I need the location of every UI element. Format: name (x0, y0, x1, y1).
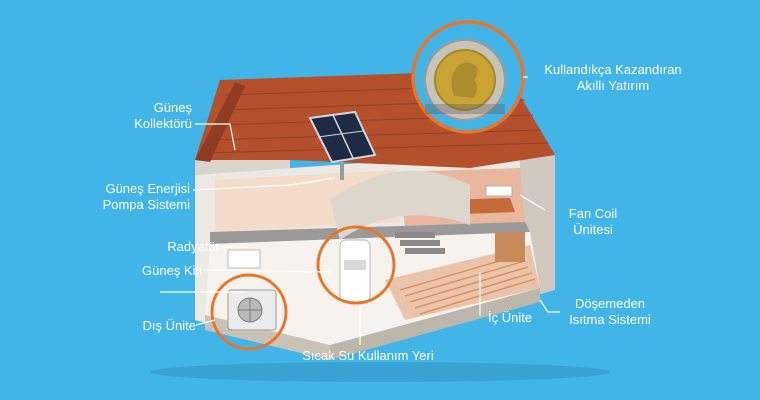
label-gunes-kiti-text: Güneş Kiti (142, 263, 202, 278)
leader-lines (160, 76, 560, 345)
label-yatirim-line2: Akıllı Yatırım (576, 78, 650, 93)
heat-pump-panel (344, 260, 366, 270)
label-pompa-line1: Güneş Enerjisi (105, 181, 190, 196)
label-fan-coil-line2: Ünitesi (573, 222, 613, 237)
label-gunes-kollektoru: Güneş Kollektörü (100, 100, 192, 132)
label-sicak-su-text: Sıcak Su Kullanım Yeri (302, 348, 434, 363)
outdoor-unit-icon (227, 289, 277, 331)
wooden-floor (385, 245, 540, 320)
label-fan-coil: Fan Coil Ünitesi (548, 206, 638, 238)
label-pompa-line2: Pompa Sistemi (102, 197, 190, 212)
label-fan-coil-line1: Fan Coil (568, 206, 618, 221)
solar-panel-icon (308, 110, 377, 180)
leader-pompa (192, 177, 336, 191)
label-yatirim-line1: Kullandıkça Kazandıran (544, 62, 682, 77)
label-pompa-sistemi: Güneş Enerjisi Pompa Sistemi (80, 181, 190, 213)
ground-shadow (150, 362, 610, 382)
roof-edge-left (195, 82, 245, 162)
radiator (227, 249, 261, 269)
label-ic-unite: İç Ünite (488, 310, 568, 326)
floor-slab (210, 222, 530, 244)
label-doseme-line1: Döşemeden (574, 296, 646, 311)
label-yatirim: Kullandıkça Kazandıran Akıllı Yatırım (528, 62, 698, 94)
label-gunes-kollektoru-line2: Kollektörü (134, 116, 192, 131)
label-sicak-su: Sıcak Su Kullanım Yeri (288, 348, 448, 364)
leader-doseme (539, 299, 560, 313)
staircase (395, 232, 445, 254)
label-radyator: Radyatör (110, 239, 220, 255)
foundation-right (330, 288, 540, 360)
leader-fan-coil (519, 194, 546, 211)
label-gunes-kollektoru-line1: Güneş (153, 100, 192, 115)
label-radyator-text: Radyatör (167, 239, 220, 254)
outdoor-unit-highlight-ring (210, 273, 288, 351)
house-body (195, 90, 555, 360)
leader-dis-unite (195, 319, 216, 326)
label-dis-unite: Dış Ünite (86, 318, 196, 334)
label-doseme-line2: Isıtma Sistemi (569, 312, 651, 327)
heat-pump-highlight-ring (316, 225, 396, 305)
label-dis-unite-text: Dış Ünite (142, 318, 196, 333)
leader-gunes-kiti (203, 269, 331, 273)
fan-coil-unit (485, 185, 513, 197)
interior-curve (330, 170, 470, 240)
label-doseme: Döşemeden Isıtma Sistemi (555, 296, 665, 328)
leader-kollektor (195, 123, 236, 151)
label-gunes-kiti: Güneş Kiti (92, 263, 202, 279)
heat-pump-tank (339, 239, 371, 303)
lower-floor (205, 232, 540, 345)
label-ic-unite-text: İç Ünite (488, 310, 533, 325)
roof-tile-lines (204, 84, 549, 154)
storage-crates (495, 232, 525, 262)
turkish-lira-coin-icon (411, 20, 525, 134)
